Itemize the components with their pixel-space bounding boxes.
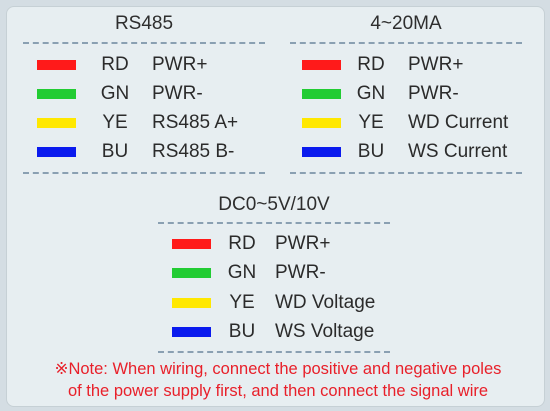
divider-top [158, 222, 390, 224]
wire-code: YE [229, 292, 255, 313]
wire-code: RD [228, 233, 256, 254]
green-wire-swatch [172, 268, 211, 278]
wire-code: GN [100, 83, 130, 104]
wire-label: PWR+ [152, 54, 208, 75]
wire-label: PWR- [408, 83, 459, 104]
wire-label: PWR- [152, 83, 203, 104]
wire-code: BU [101, 141, 129, 162]
note-line-2: of the power supply first, and then conn… [67, 382, 489, 400]
yellow-wire-swatch [172, 298, 211, 308]
wire-code: GN [356, 83, 386, 104]
wire-code: BU [228, 321, 256, 342]
wire-label: RS485 B- [152, 141, 235, 162]
red-wire-swatch [172, 239, 211, 249]
divider-bottom [158, 351, 390, 353]
wire-label: RS485 A+ [152, 112, 239, 133]
green-wire-swatch [302, 89, 341, 99]
section-title: RS485 [114, 13, 174, 34]
wire-label: PWR- [275, 262, 326, 283]
blue-wire-swatch [37, 147, 76, 157]
divider-top [290, 42, 522, 44]
wire-label: WS Current [408, 141, 508, 162]
wire-code: RD [357, 54, 385, 75]
wire-code: YE [358, 112, 384, 133]
yellow-wire-swatch [302, 118, 341, 128]
wire-label: PWR+ [275, 233, 331, 254]
section-title: DC0~5V/10V [218, 194, 330, 215]
wire-code: BU [357, 141, 385, 162]
wire-label: PWR+ [408, 54, 464, 75]
wire-label: WS Voltage [275, 321, 375, 342]
yellow-wire-swatch [37, 118, 76, 128]
wire-code: YE [102, 112, 128, 133]
wire-label: WD Current [408, 112, 509, 133]
wire-label: WD Voltage [275, 292, 376, 313]
divider-top [23, 42, 265, 44]
red-wire-swatch [37, 60, 76, 70]
red-wire-swatch [302, 60, 341, 70]
blue-wire-swatch [302, 147, 341, 157]
section-title: 4~20MA [370, 13, 442, 34]
blue-wire-swatch [172, 327, 211, 337]
green-wire-swatch [37, 89, 76, 99]
wiring-note: ※Note: When wiring, connect the positive… [28, 358, 528, 402]
wire-code: RD [101, 54, 129, 75]
wire-code: GN [227, 262, 257, 283]
divider-bottom [290, 172, 522, 174]
note-line-1: ※Note: When wiring, connect the positive… [54, 360, 502, 378]
divider-bottom [23, 172, 265, 174]
wiring-diagram-panel [6, 6, 545, 407]
